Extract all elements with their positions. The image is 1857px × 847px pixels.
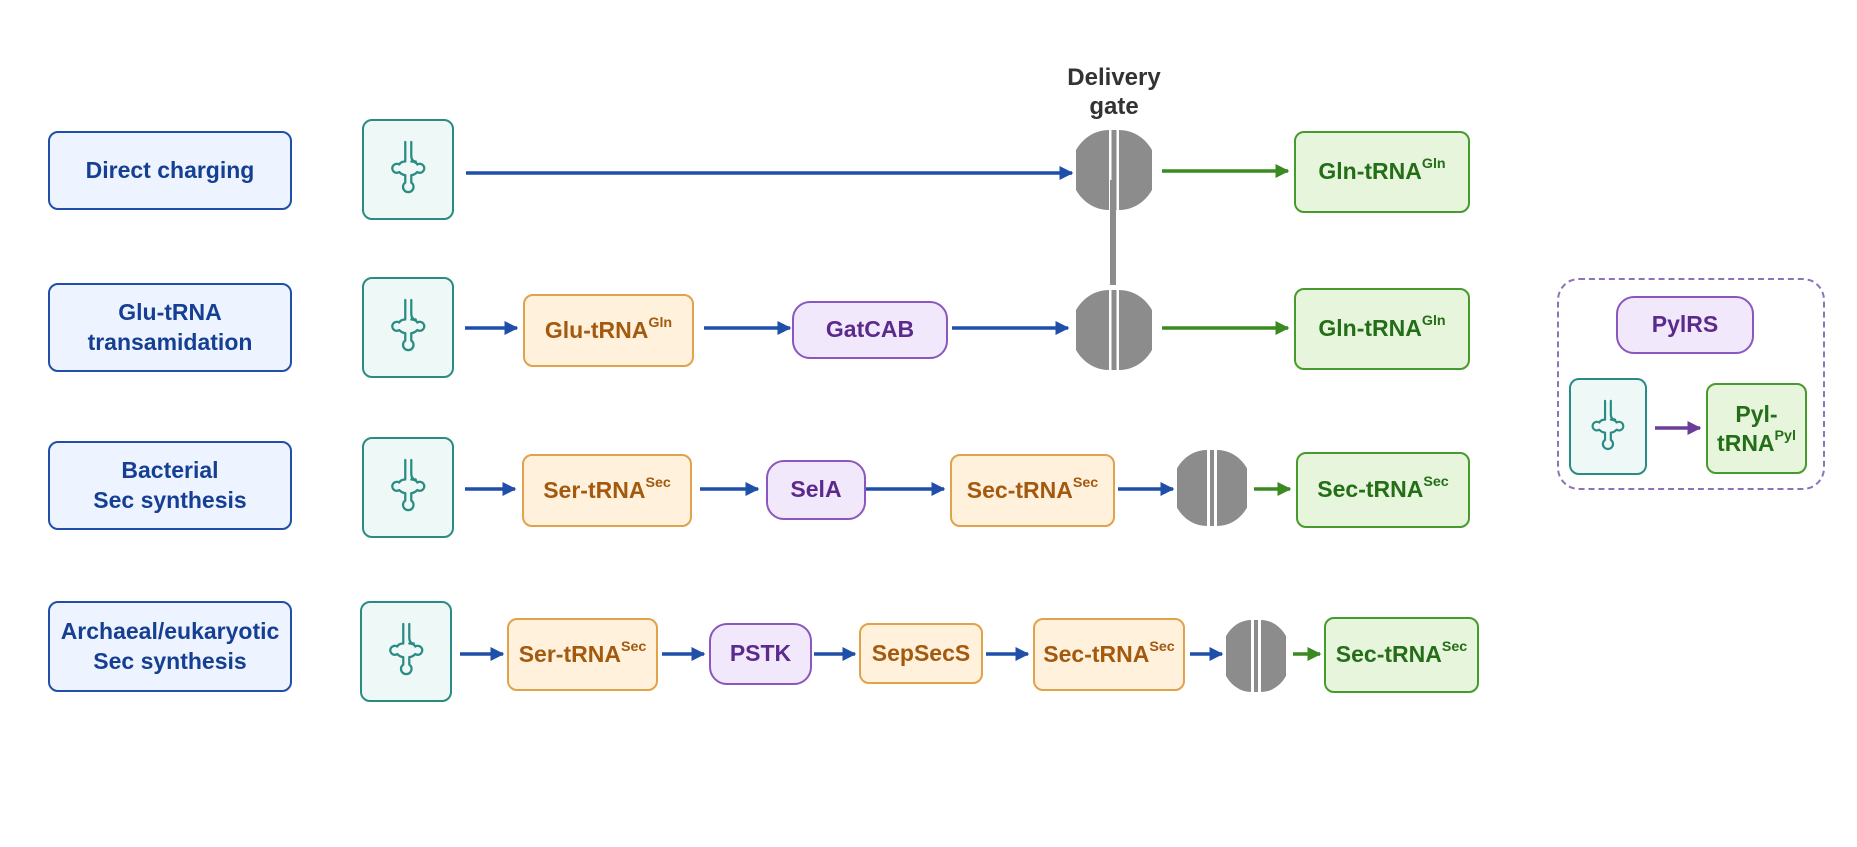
delivery-gate-row3 bbox=[1177, 450, 1247, 526]
gln-trna-product-direct: Gln-tRNAGln bbox=[1294, 131, 1470, 213]
pylrs-label: PylRS bbox=[1651, 311, 1719, 338]
sec-trna-arch-base: Sec-tRNA bbox=[1043, 640, 1150, 667]
ser-trna-arch-sup: Sec bbox=[620, 638, 647, 655]
sec-trna-prod-bact-sup: Sec bbox=[1423, 474, 1449, 491]
ser-trna-bacterial: Ser-tRNASec bbox=[522, 454, 692, 527]
sepsecs-enzyme: SepSecS bbox=[859, 623, 983, 684]
delivery-gate-caption-line2: gate bbox=[1089, 92, 1139, 120]
trna-icon bbox=[390, 459, 426, 512]
gatcab-enzyme: GatCAB bbox=[792, 301, 948, 359]
delivery-gate-row2 bbox=[1076, 290, 1152, 370]
sec-trna-arch-sup: Sec bbox=[1149, 638, 1175, 655]
sela-label: SelA bbox=[790, 476, 842, 503]
sec-trna-bact-sup: Sec bbox=[1072, 474, 1099, 491]
sepsecs-label: SepSecS bbox=[871, 639, 971, 666]
trna-box-archaeal bbox=[360, 601, 452, 702]
pstk-label: PSTK bbox=[729, 640, 792, 667]
sec-trna-archaeal: Sec-tRNASec bbox=[1033, 618, 1185, 691]
gatcab-label: GatCAB bbox=[825, 316, 915, 343]
ser-trna-bact-base: Ser-tRNA bbox=[543, 476, 646, 503]
row-label-archaeal-line1: Archaeal/eukaryotic bbox=[60, 617, 280, 644]
ser-trna-archaeal: Ser-tRNASec bbox=[507, 618, 658, 691]
trna-icon bbox=[390, 299, 426, 352]
sec-trna-product-archaeal: Sec-tRNASec bbox=[1324, 617, 1479, 693]
pylrs-enzyme: PylRS bbox=[1616, 296, 1754, 354]
glu-trna-base: Glu-tRNA bbox=[544, 316, 649, 343]
ser-trna-arch-base: Ser-tRNA bbox=[518, 640, 621, 667]
delivery-gate-row1 bbox=[1076, 130, 1152, 210]
trna-box-bacterial bbox=[362, 437, 454, 538]
delivery-gate-caption-line1: Delivery bbox=[1067, 64, 1161, 91]
gate-connector bbox=[1110, 180, 1116, 285]
row-label-direct-charging: Direct charging bbox=[48, 131, 292, 210]
ser-trna-bact-sup: Sec bbox=[645, 474, 671, 491]
pyl-product-base: tRNA bbox=[1717, 429, 1775, 456]
pyl-trna-product: Pyl-tRNAPyl bbox=[1706, 383, 1807, 474]
row-label-bacterial-line2: Sec synthesis bbox=[93, 486, 247, 513]
trna-box-glu bbox=[362, 277, 454, 378]
sec-trna-bact-base: Sec-tRNA bbox=[966, 476, 1073, 503]
row-label-glu-line1: Glu-tRNA bbox=[118, 298, 222, 325]
gln-trna-direct-sup: Gln bbox=[1421, 156, 1446, 173]
glu-trna-intermediate: Glu-tRNAGln bbox=[523, 294, 694, 367]
trna-icon bbox=[390, 141, 426, 194]
sela-enzyme: SelA bbox=[766, 460, 866, 520]
pyl-product-sup: Pyl bbox=[1774, 427, 1796, 444]
gln-trna-product-glu: Gln-tRNAGln bbox=[1294, 288, 1470, 370]
sec-trna-product-bacterial: Sec-tRNASec bbox=[1296, 452, 1470, 528]
pyl-product-line1: Pyl- bbox=[1735, 400, 1778, 427]
sec-trna-prod-arch-sup: Sec bbox=[1441, 639, 1468, 656]
row-label-glu-transamidation: Glu-tRNA transamidation bbox=[48, 283, 292, 372]
row-label-bacterial-line1: Bacterial bbox=[121, 456, 219, 483]
trna-box-pyl bbox=[1569, 378, 1647, 475]
sec-trna-bacterial: Sec-tRNASec bbox=[950, 454, 1115, 527]
glu-trna-sup: Gln bbox=[648, 314, 673, 331]
trna-box-direct bbox=[362, 119, 454, 220]
gln-trna-glu-sup: Gln bbox=[1421, 313, 1446, 330]
row-label-glu-line2: transamidation bbox=[87, 328, 253, 355]
pstk-enzyme: PSTK bbox=[709, 623, 812, 685]
trna-icon bbox=[1591, 399, 1625, 450]
delivery-gate-row4 bbox=[1226, 620, 1286, 692]
gln-trna-direct-base: Gln-tRNA bbox=[1318, 158, 1422, 185]
delivery-gate-caption: Delivery gate bbox=[1044, 64, 1184, 122]
sec-trna-prod-bact-base: Sec-tRNA bbox=[1317, 476, 1424, 503]
gln-trna-glu-base: Gln-tRNA bbox=[1318, 315, 1422, 342]
row-label-direct-charging-text: Direct charging bbox=[85, 156, 255, 183]
row-label-archaeal-line2: Sec synthesis bbox=[93, 647, 247, 674]
pyl-inset-frame bbox=[1557, 278, 1825, 490]
trna-icon bbox=[388, 623, 424, 676]
sec-trna-prod-arch-base: Sec-tRNA bbox=[1335, 641, 1442, 668]
